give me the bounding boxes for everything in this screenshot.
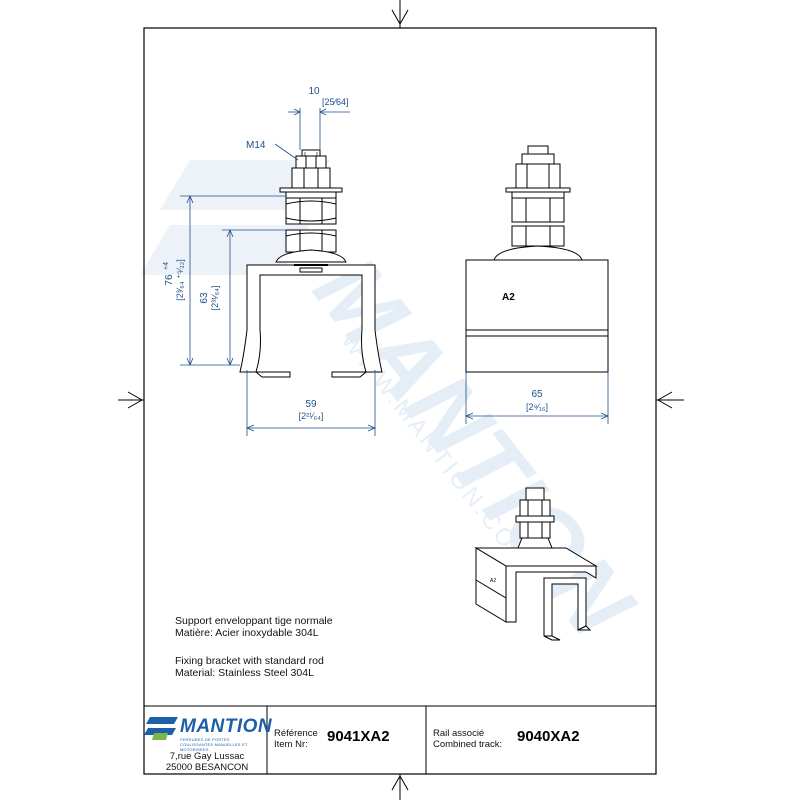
reference-label-en: Item Nr:	[274, 739, 308, 750]
side-view	[465, 145, 609, 373]
address-line-2: 25000 BESANCON	[165, 762, 249, 773]
description-en-line2: Material: Stainless Steel 304L	[175, 667, 314, 679]
side-label: A2	[502, 292, 515, 303]
rail-label-fr: Rail associé	[433, 728, 485, 739]
dim-side-width: 65	[531, 389, 543, 400]
center-mark-right	[656, 391, 684, 409]
iso-rod	[525, 487, 545, 501]
front-weld	[299, 267, 323, 273]
front-washer-2	[285, 191, 337, 199]
mantion-logo-mark	[144, 717, 178, 740]
side-dimensions	[464, 372, 610, 424]
title-block-frame	[144, 705, 656, 774]
front-flange-right	[331, 371, 368, 378]
dim-body-height-group: 63 [2³¹⁄₆₄]	[199, 286, 220, 311]
side-top-nut	[515, 163, 561, 189]
side-body	[465, 259, 609, 373]
front-top-nut	[295, 155, 327, 169]
description-en-line1: Fixing bracket with standard rod	[175, 655, 324, 667]
center-mark-top	[391, 0, 409, 28]
front-flange-left	[254, 371, 291, 378]
dim-body-height-in: [2³¹⁄₆₄]	[210, 286, 220, 311]
side-middle-nut	[511, 197, 565, 223]
side-lower-nut	[511, 225, 565, 247]
reference-value: 9041XA2	[327, 728, 390, 745]
dim-thread: M14	[246, 140, 266, 151]
rail-value: 9040XA2	[517, 728, 580, 745]
front-dimensions	[180, 108, 377, 436]
dim-total-height-in: [2³⁄₆₄ ⁺⁵⁄₃₂]	[175, 259, 185, 300]
front-middle-nut	[285, 197, 337, 225]
brand-tagline: FERRURES DE PORTES COULISSANTES MANUELLE…	[180, 737, 248, 752]
iso-side-face	[505, 565, 597, 623]
description-fr-line2: Matière: Acier inoxydable 304L	[175, 627, 319, 639]
center-mark-left	[118, 391, 144, 409]
front-washer-1	[279, 187, 343, 193]
center-mark-bottom	[391, 774, 409, 800]
dim-bottom-width-in: [2²¹⁄₆₄]	[299, 411, 324, 421]
side-base-dome	[493, 245, 583, 261]
dim-rod-width-in: [25⁄64]	[322, 97, 349, 107]
dim-bottom-width: 59	[305, 399, 317, 410]
dim-total-height-group: 76 +4 [2³⁄₆₄ ⁺⁵⁄₃₂]	[163, 259, 185, 300]
watermark-shape-bottom	[140, 225, 310, 275]
front-u-bracket	[239, 264, 383, 373]
description-fr-line1: Support enveloppant tige normale	[175, 615, 333, 627]
brand-name: MANTION	[180, 716, 273, 737]
dim-total-height: 76	[164, 274, 175, 286]
iso-upper-nut	[519, 499, 551, 517]
reference-label-fr: Référence	[274, 728, 318, 739]
side-washer-1	[505, 187, 571, 193]
iso-label: A2	[490, 578, 496, 584]
iso-lower-nut	[519, 521, 551, 539]
iso-view	[474, 487, 598, 641]
dim-side-width-in: [2⁹⁄₁₆]	[526, 402, 548, 412]
front-view	[239, 149, 383, 378]
dim-body-height: 63	[199, 292, 210, 304]
address-line-1: 7,rue Gay Lussac	[169, 751, 245, 762]
front-base-dome	[275, 249, 347, 263]
rail-label-en: Combined track:	[433, 739, 503, 750]
iso-base-nut	[517, 537, 553, 549]
dim-total-height-tol: +4	[163, 262, 170, 270]
front-thread-nut	[291, 167, 331, 189]
dim-rod-width: 10	[308, 86, 320, 97]
